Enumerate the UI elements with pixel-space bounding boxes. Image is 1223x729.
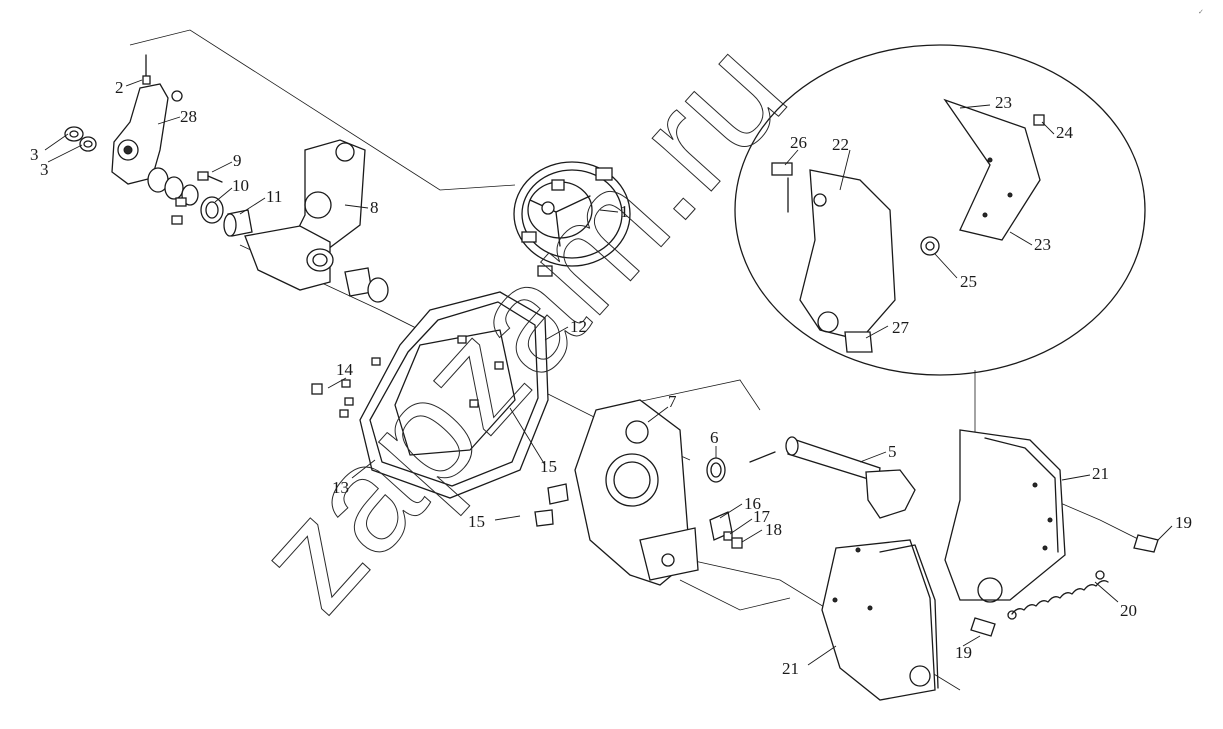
shaft-washers (147, 167, 199, 206)
shaft-bushings (344, 267, 389, 303)
part-12-dust-shield (359, 291, 549, 499)
label-27: 27 (892, 318, 910, 337)
corner-mark: ✓ (1198, 9, 1204, 16)
part-9-bolts (171, 171, 223, 225)
label-19-lower: 19 (955, 643, 972, 662)
part-15-pins (534, 483, 569, 527)
label-8: 8 (370, 198, 379, 217)
watermark-text: zapzam.ru (224, 9, 817, 642)
label-11: 11 (266, 187, 282, 206)
label-21-upper: 21 (1092, 464, 1109, 483)
label-12: 12 (570, 317, 587, 336)
label-3-lower: 3 (40, 160, 49, 179)
leader-lines (44, 79, 1173, 666)
label-10: 10 (232, 176, 249, 195)
label-25: 25 (960, 272, 977, 291)
label-14: 14 (336, 360, 354, 379)
label-21-lower: 21 (782, 659, 799, 678)
part-6-seal (706, 457, 726, 483)
label-7: 7 (668, 392, 677, 411)
part-23-lining-detail (943, 98, 1041, 241)
part-24-25-27-detail (844, 114, 1045, 353)
label-6: 6 (710, 428, 719, 447)
detail-circle (734, 44, 1146, 376)
part-11-bushing (223, 209, 253, 237)
label-2: 2 (115, 78, 124, 97)
part-20-spring (1007, 570, 1109, 620)
label-23-lower: 23 (1034, 235, 1051, 254)
part-21-upper-shoe (944, 429, 1066, 603)
part-1-brake-chamber (513, 161, 631, 277)
part-5-camshaft (749, 436, 916, 519)
part-7-spider (574, 399, 699, 586)
part-10-seal-ring (200, 196, 224, 224)
part-21-lower-shoe (821, 539, 939, 701)
label-24: 24 (1056, 123, 1074, 142)
label-18: 18 (765, 520, 782, 539)
label-17: 17 (753, 507, 771, 526)
label-3-upper: 3 (30, 145, 39, 164)
label-22: 22 (832, 135, 849, 154)
part-3-washers (64, 126, 97, 152)
label-28: 28 (180, 107, 197, 126)
part-28-slack-adjuster (111, 83, 183, 185)
label-1: 1 (620, 202, 629, 221)
part-number-labels: 2 28 3 3 9 10 11 8 1 12 14 13 15 15 7 6 … (30, 78, 1192, 678)
part-16-18-plate-and-bolt (709, 511, 743, 549)
label-19-right: 19 (1175, 513, 1192, 532)
part-19-rollers (970, 534, 1159, 637)
label-13: 13 (332, 478, 349, 497)
label-26: 26 (790, 133, 807, 152)
watermark: zapzam.ru (223, 8, 817, 642)
label-23-upper: 23 (995, 93, 1012, 112)
label-20: 20 (1120, 601, 1137, 620)
label-5: 5 (888, 442, 897, 461)
part-22-shoe-detail (799, 169, 896, 341)
label-9: 9 (233, 151, 242, 170)
label-15-lower: 15 (468, 512, 485, 531)
part-14-bolts (311, 335, 504, 418)
label-16: 16 (744, 494, 761, 513)
part-2-pin (142, 54, 151, 85)
label-15-upper: 15 (540, 457, 557, 476)
part-8-bracket (244, 139, 366, 291)
part-26-pin-detail (771, 162, 793, 213)
